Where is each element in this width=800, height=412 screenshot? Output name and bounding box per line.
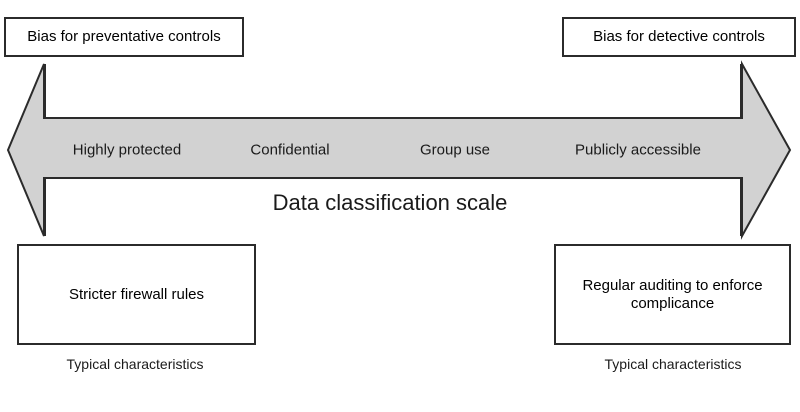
characteristic-box-left: Stricter firewall rules [17,244,256,345]
scale-level-group-use: Group use [419,141,491,159]
typical-characteristics-caption-right: Typical characteristics [604,356,742,372]
callout-bias-detective: Bias for detective controls [562,17,796,57]
characteristic-box-left-label: Stricter firewall rules [68,285,205,303]
typical-characteristics-caption-left: Typical characteristics [66,356,204,372]
characteristic-box-right-label: Regular auditing to enforce complicance [582,277,763,312]
callout-bias-detective-label: Bias for detective controls [593,28,765,46]
characteristic-box-right: Regular auditing to enforce complicance [554,244,791,345]
scale-caption: Data classification scale [272,190,508,215]
caption-panel [45,179,741,235]
upper-panel [45,65,741,117]
scale-level-confidential: Confidential [250,141,330,159]
callout-bias-preventative-label: Bias for preventative controls [27,28,221,46]
scale-level-highly-protected: Highly protected [72,141,182,159]
scale-level-publicly-accessible: Publicly accessible [575,141,701,159]
callout-bias-preventative: Bias for preventative controls [4,17,244,57]
